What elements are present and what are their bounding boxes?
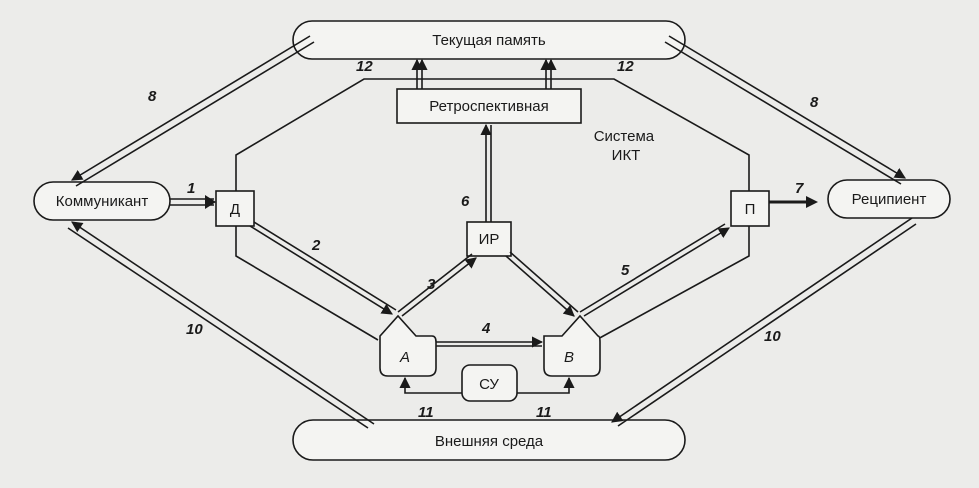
edge-label-11-left: 11 bbox=[418, 404, 434, 421]
edge-11 bbox=[399, 376, 575, 394]
su-label: СУ bbox=[479, 376, 499, 393]
edge-2 bbox=[249, 221, 397, 315]
external-environment-node: Внешняя среда bbox=[292, 419, 686, 461]
edge-ir-b bbox=[505, 251, 579, 317]
su-node: СУ bbox=[461, 364, 518, 402]
edge-10-left bbox=[67, 221, 375, 429]
edge-1 bbox=[170, 195, 216, 209]
edge-label-4: 4 bbox=[481, 320, 491, 337]
retrospective-node: Ретроспективная bbox=[396, 88, 582, 124]
p-label: П bbox=[745, 201, 756, 218]
edge-label-3: 3 bbox=[427, 276, 436, 293]
edge-label-10-right: 10 bbox=[764, 328, 781, 345]
edge-label-7: 7 bbox=[795, 180, 804, 197]
communicant-node: Коммуникант bbox=[33, 181, 171, 221]
edge-12 bbox=[411, 58, 557, 89]
ir-label: ИР bbox=[479, 231, 500, 248]
current-memory-label: Текущая память bbox=[432, 32, 546, 49]
edge-3 bbox=[397, 253, 477, 317]
edge-8-left bbox=[71, 35, 315, 187]
external-environment-label: Внешняя среда bbox=[435, 433, 544, 450]
d-node: Д bbox=[215, 190, 255, 227]
system-outline bbox=[235, 78, 750, 341]
ir-node: ИР bbox=[466, 221, 512, 257]
communicant-label: Коммуникант bbox=[56, 193, 149, 210]
edge-label-12-right: 12 bbox=[617, 58, 634, 75]
edge-label-6: 6 bbox=[461, 193, 470, 210]
a-label: A bbox=[399, 349, 410, 366]
edge-7 bbox=[769, 196, 818, 208]
recipient-node: Реципиент bbox=[827, 179, 951, 219]
b-node: B bbox=[543, 314, 601, 377]
edge-label-5: 5 bbox=[621, 262, 630, 279]
retrospective-label: Ретроспективная bbox=[429, 98, 548, 115]
edge-label-2: 2 bbox=[311, 237, 321, 254]
edge-8-right bbox=[664, 35, 906, 185]
edge-4 bbox=[436, 336, 544, 348]
b-label: B bbox=[564, 349, 574, 366]
edge-label-10-left: 10 bbox=[186, 321, 203, 338]
recipient-label: Реципиент bbox=[852, 191, 927, 208]
a-node: A bbox=[379, 314, 437, 377]
edge-label-8-right: 8 bbox=[810, 94, 819, 111]
d-label: Д bbox=[230, 201, 240, 218]
edge-6 bbox=[480, 123, 492, 222]
edge-label-11-right: 11 bbox=[536, 404, 552, 421]
edge-label-8-left: 8 bbox=[148, 88, 157, 105]
ict-system-label: Система ИКТ bbox=[594, 128, 659, 164]
edge-label-12-left: 12 bbox=[356, 58, 373, 75]
edge-10-right bbox=[611, 217, 917, 427]
edge-5 bbox=[579, 223, 730, 317]
edge-label-1: 1 bbox=[187, 180, 195, 197]
current-memory-node: Текущая память bbox=[292, 20, 686, 60]
p-node: П bbox=[730, 190, 770, 227]
